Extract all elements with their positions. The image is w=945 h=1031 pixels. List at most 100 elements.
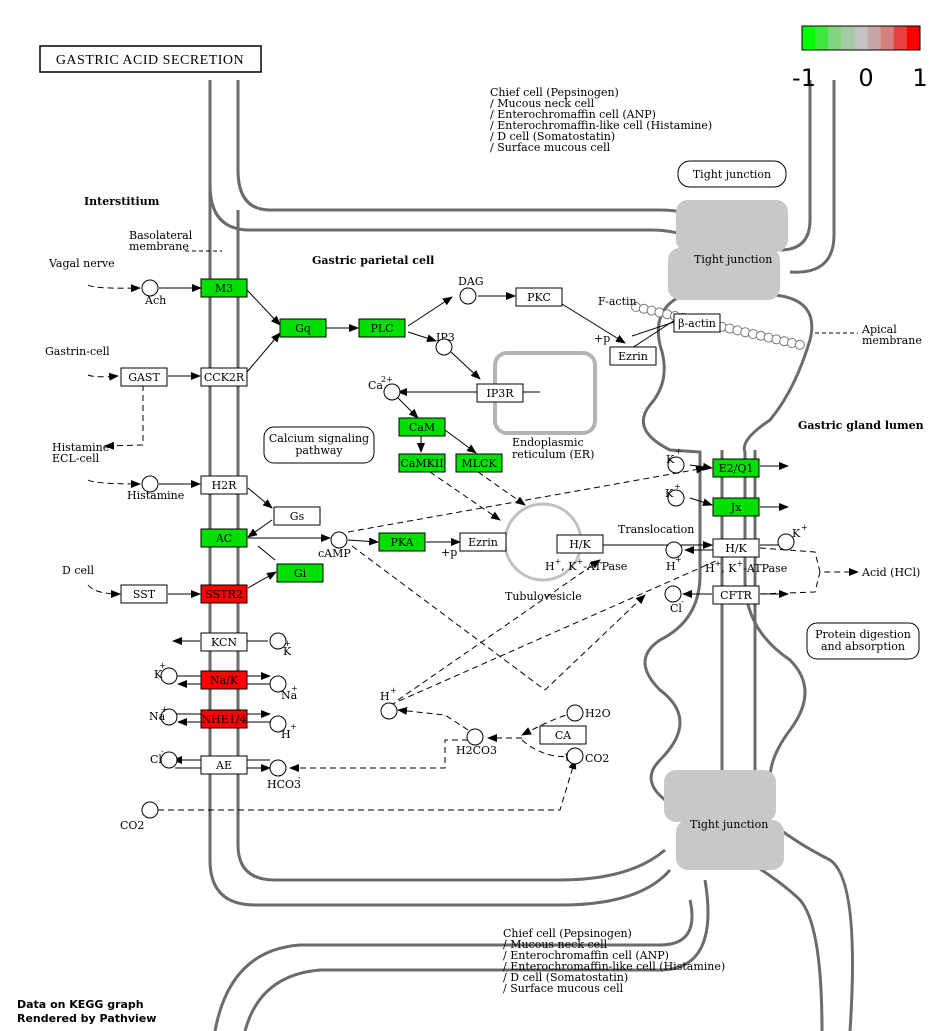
node-NaK: [200, 670, 248, 690]
svg-text:Histamine: Histamine: [127, 489, 184, 502]
svg-text:Apical: Apical: [861, 323, 897, 336]
node-Ezrin-1: [459, 532, 507, 552]
legend-swatch: [880, 26, 895, 50]
svg-text:+: +: [675, 555, 682, 564]
svg-text:Translocation: Translocation: [618, 523, 694, 536]
svg-text:2+: 2+: [381, 375, 393, 384]
svg-text:Vagal nerve: Vagal nerve: [48, 257, 115, 270]
svg-text:-: -: [161, 747, 164, 756]
svg-text:H/K: H/K: [569, 538, 591, 551]
node-Gs: [273, 506, 321, 526]
svg-text:K: K: [792, 527, 801, 540]
node-PKA: [378, 532, 426, 552]
node-E2Q1: [712, 458, 760, 478]
node-H2R: [200, 475, 248, 495]
node-M3: [200, 278, 248, 298]
svg-text:CFTR: CFTR: [720, 589, 752, 602]
tight-junction-map-label: Tight junction: [693, 168, 771, 181]
svg-text:+: +: [290, 722, 297, 731]
svg-text:-: -: [298, 773, 301, 782]
svg-text:/ Mucous neck cell: / Mucous neck cell: [490, 97, 595, 110]
svg-text:AE: AE: [215, 759, 232, 772]
svg-text:Chief cell (Pepsinogen): Chief cell (Pepsinogen): [490, 86, 619, 99]
svg-text:/ Surface mucous cell: / Surface mucous cell: [503, 982, 624, 995]
svg-text:K: K: [154, 668, 163, 681]
legend-swatch: [867, 26, 882, 50]
node-NHE: [200, 709, 248, 729]
node-IP3R: [476, 383, 524, 403]
svg-text:Na: Na: [149, 710, 166, 723]
legend-swatch: [893, 26, 908, 50]
svg-text:PKA: PKA: [390, 536, 414, 549]
chief-cell-bottom: Chief cell (Pepsinogen) / Mucous neck ce…: [503, 927, 725, 995]
protein-digestion-map-link[interactable]: [806, 622, 920, 660]
svg-text:PKC: PKC: [527, 291, 551, 304]
legend-swatch: [828, 26, 842, 50]
legend-swatch: [906, 26, 921, 50]
node-Ezrin-2: [609, 346, 657, 366]
svg-text:Na/K: Na/K: [210, 674, 239, 687]
svg-text:+: +: [161, 705, 168, 714]
svg-text:IP3R: IP3R: [486, 387, 514, 400]
svg-text:Gq: Gq: [295, 322, 311, 335]
tight-junction-label-2: Tight junction: [690, 818, 768, 831]
svg-text:/ Enterochromaffin-like cell (: / Enterochromaffin-like cell (Histamine): [490, 119, 712, 132]
legend-swatch: [841, 26, 855, 50]
node-HK-2: [712, 538, 760, 558]
svg-text:Cl: Cl: [670, 602, 682, 615]
svg-text:pathway: pathway: [295, 444, 343, 457]
legend-tick-mid: 0: [858, 64, 873, 92]
svg-text:+: +: [291, 684, 298, 693]
svg-text:CA: CA: [555, 729, 572, 742]
chief-cell-top: Chief cell (Pepsinogen) / Mucous neck ce…: [490, 86, 712, 154]
color-legend: [801, 25, 921, 51]
svg-text:Endoplasmic: Endoplasmic: [512, 436, 584, 449]
node-PKC: [515, 287, 563, 307]
node-beta-actin: [673, 313, 721, 333]
node-CFTR: [712, 585, 760, 605]
svg-text:Ach: Ach: [144, 294, 166, 307]
legend-swatch: [802, 26, 816, 50]
lumen-label: Gastric gland lumen: [798, 419, 924, 432]
node-CA: [539, 725, 587, 745]
node-AE: [200, 755, 248, 775]
svg-text:CO2: CO2: [585, 752, 609, 765]
svg-text:Ezrin: Ezrin: [468, 536, 498, 549]
svg-text:+: +: [390, 686, 397, 695]
svg-text:SST: SST: [133, 588, 156, 601]
svg-text:HCO3: HCO3: [267, 778, 301, 791]
svg-text:GAST: GAST: [128, 371, 160, 384]
svg-text:H+, K+-ATPase: H+, K+-ATPase: [545, 557, 627, 573]
svg-text:/ D cell (Somatostatin): / D cell (Somatostatin): [503, 971, 628, 984]
page-title: GASTRIC ACID SECRETION: [56, 53, 244, 68]
svg-text:/ Enterochromaffin cell (ANP): / Enterochromaffin cell (ANP): [490, 108, 656, 121]
compound-labels: K+ K+ Na+ Na+ H+ Cl- HCO3- CO2 H+ H2CO3 …: [120, 447, 808, 832]
title-box: [39, 45, 262, 73]
svg-text:K: K: [283, 645, 292, 658]
gene-nodes[interactable]: M3 Gq PLC PKC GAST CCK2R IP3R CaM CaMKII…: [120, 278, 760, 775]
svg-text:SSTR2: SSTR2: [205, 588, 243, 601]
node-CaM: [398, 417, 446, 437]
svg-text:Ezrin: Ezrin: [618, 350, 648, 363]
node-SSTR2: [200, 584, 248, 604]
svg-text:membrane: membrane: [129, 240, 189, 253]
node-SST: [120, 584, 168, 604]
svg-text:Chief cell (Pepsinogen): Chief cell (Pepsinogen): [503, 927, 632, 940]
node-GAST: [120, 367, 168, 387]
node-CCK2R: [200, 367, 248, 387]
svg-text:Gi: Gi: [294, 567, 307, 580]
calcium-signaling-map-link[interactable]: [263, 426, 375, 464]
tight-junction-map-link[interactable]: [677, 160, 787, 188]
svg-text:β-actin: β-actin: [678, 317, 716, 330]
legend-swatch: [854, 26, 869, 50]
svg-text:Calcium signaling: Calcium signaling: [269, 432, 369, 445]
svg-text:NHE1/4: NHE1/4: [202, 713, 247, 726]
svg-text:E2/Q1: E2/Q1: [719, 462, 754, 475]
interstitium-label: Interstitium: [84, 195, 160, 208]
svg-text:H2R: H2R: [212, 479, 238, 492]
svg-text:-: -: [681, 597, 684, 606]
svg-text:+: +: [801, 523, 808, 532]
svg-text:H2CO3: H2CO3: [456, 744, 497, 757]
svg-text:D cell: D cell: [62, 564, 95, 577]
parietal-cell-label: Gastric parietal cell: [312, 254, 434, 267]
